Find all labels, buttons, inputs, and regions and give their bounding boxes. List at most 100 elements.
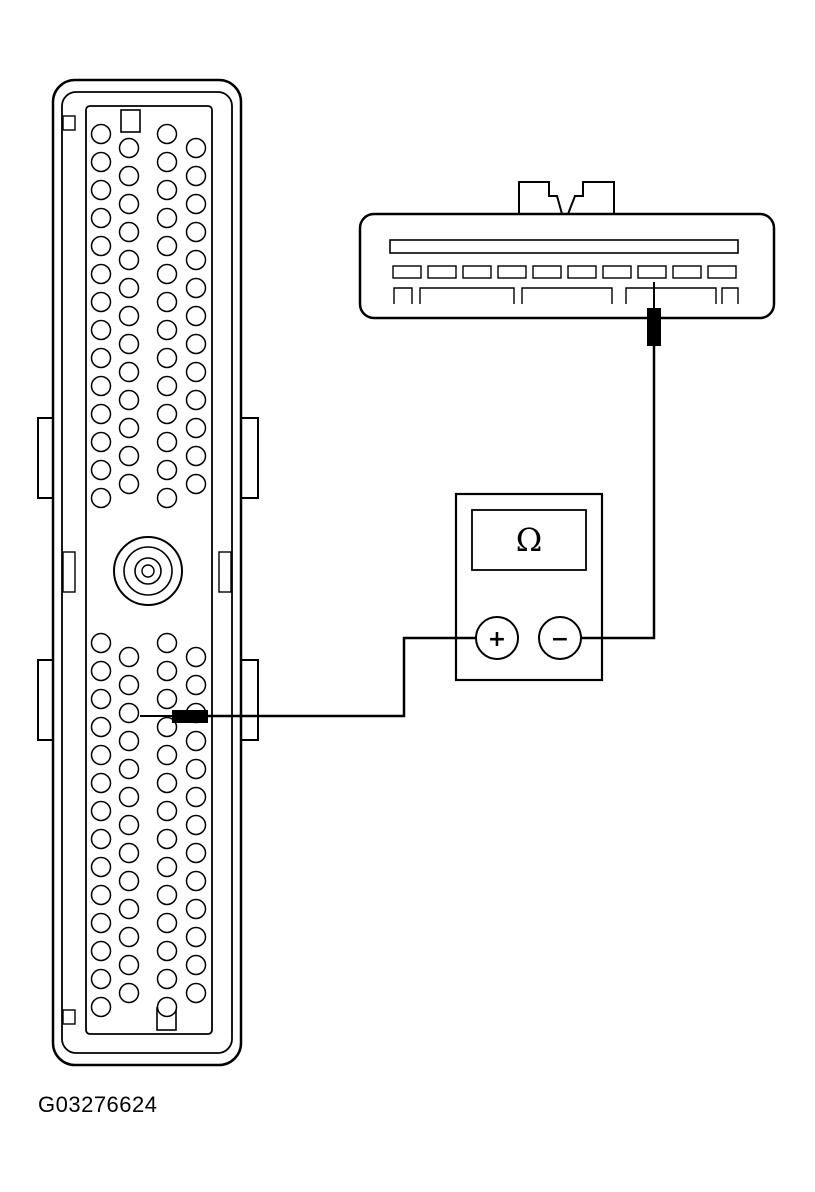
connector-pin [118, 674, 140, 696]
connector-pin [90, 123, 112, 145]
connector-pin [156, 912, 178, 934]
connector-pin [185, 137, 207, 159]
connector-pin [156, 291, 178, 313]
connector-pin [118, 702, 140, 724]
harness-cell [602, 265, 632, 279]
negative-probe [647, 308, 661, 346]
connector-notch-left [62, 551, 76, 593]
connector-pin [90, 375, 112, 397]
connector-pin [118, 842, 140, 864]
connector-pin [118, 954, 140, 976]
connector-pin [185, 898, 207, 920]
connector-pin [156, 347, 178, 369]
connector-pin [90, 688, 112, 710]
harness-terminal [419, 287, 515, 304]
connector-pin [118, 926, 140, 948]
connector-pin [118, 137, 140, 159]
connector-pin [156, 459, 178, 481]
connector-bolt-ring [123, 546, 173, 596]
harness-connector-cells [392, 265, 737, 279]
connector-pin [118, 305, 140, 327]
connector-pin [185, 758, 207, 780]
connector-pin [90, 347, 112, 369]
connector-pin [90, 403, 112, 425]
connector-pin [156, 800, 178, 822]
connector-pin [185, 814, 207, 836]
harness-cell [392, 265, 422, 279]
connector-pin [156, 828, 178, 850]
connector-pin [90, 487, 112, 509]
connector-key-top [120, 109, 141, 133]
harness-cell [462, 265, 492, 279]
connector-pin [156, 319, 178, 341]
connector-pin [156, 884, 178, 906]
connector-pin [156, 632, 178, 654]
connector-pin [156, 431, 178, 453]
connector-tab-top-left [62, 115, 76, 131]
harness-connector-terminals [393, 287, 739, 304]
connector-pin [156, 487, 178, 509]
test-leads [140, 282, 661, 723]
connector-pin [185, 445, 207, 467]
connector-pin-field [85, 105, 213, 1035]
connector-pin [118, 786, 140, 808]
connector-pin [185, 277, 207, 299]
ohmmeter-display [471, 509, 587, 571]
connector-pin [185, 417, 207, 439]
connector-body-inner [61, 91, 233, 1054]
connector-pin [156, 996, 178, 1018]
connector-pins [90, 123, 207, 1018]
connector-pin [90, 263, 112, 285]
connector-pin [90, 431, 112, 453]
connector-pin [156, 263, 178, 285]
connector-pin [156, 179, 178, 201]
connector-pin [118, 361, 140, 383]
connector-pin [90, 912, 112, 934]
harness-cell [672, 265, 702, 279]
connector-pin [185, 954, 207, 976]
connector-pin [118, 982, 140, 1004]
connector-pin [118, 333, 140, 355]
connector-pin [185, 389, 207, 411]
connector-pin [156, 660, 178, 682]
connector-pin [118, 814, 140, 836]
connector-pin [90, 459, 112, 481]
connector-pin [90, 660, 112, 682]
connector-pin [118, 870, 140, 892]
ohmmeter [454, 492, 604, 682]
connector-pin [90, 884, 112, 906]
connector-pin [90, 828, 112, 850]
connector-pin [90, 235, 112, 257]
connector-pin [118, 473, 140, 495]
connector-pin [90, 716, 112, 738]
connector-pin [118, 445, 140, 467]
positive-terminal-label: + [488, 627, 506, 652]
connector-pin [185, 333, 207, 355]
harness-cell [637, 265, 667, 279]
connector-pin [185, 842, 207, 864]
connector-tab-bottom-left [62, 1009, 76, 1025]
harness-cell [532, 265, 562, 279]
negative-lead-wire [581, 346, 656, 640]
connector-pin [118, 646, 140, 668]
connector-pin [90, 319, 112, 341]
connector-pin [90, 179, 112, 201]
connector-pin [90, 940, 112, 962]
connector-pin [156, 207, 178, 229]
connector-bolt-outer [113, 536, 183, 606]
connector-pin [185, 165, 207, 187]
connector-pin [156, 940, 178, 962]
connector-pin [118, 730, 140, 752]
connector-pin [118, 417, 140, 439]
harness-terminal [625, 287, 717, 304]
connector-pin [90, 772, 112, 794]
connector-pin [156, 403, 178, 425]
connector-pin [90, 800, 112, 822]
connector-pin [185, 361, 207, 383]
harness-connector [358, 181, 776, 320]
connector-pin [118, 277, 140, 299]
harness-cell [567, 265, 597, 279]
harness-cell [707, 265, 737, 279]
connector-pin [90, 856, 112, 878]
